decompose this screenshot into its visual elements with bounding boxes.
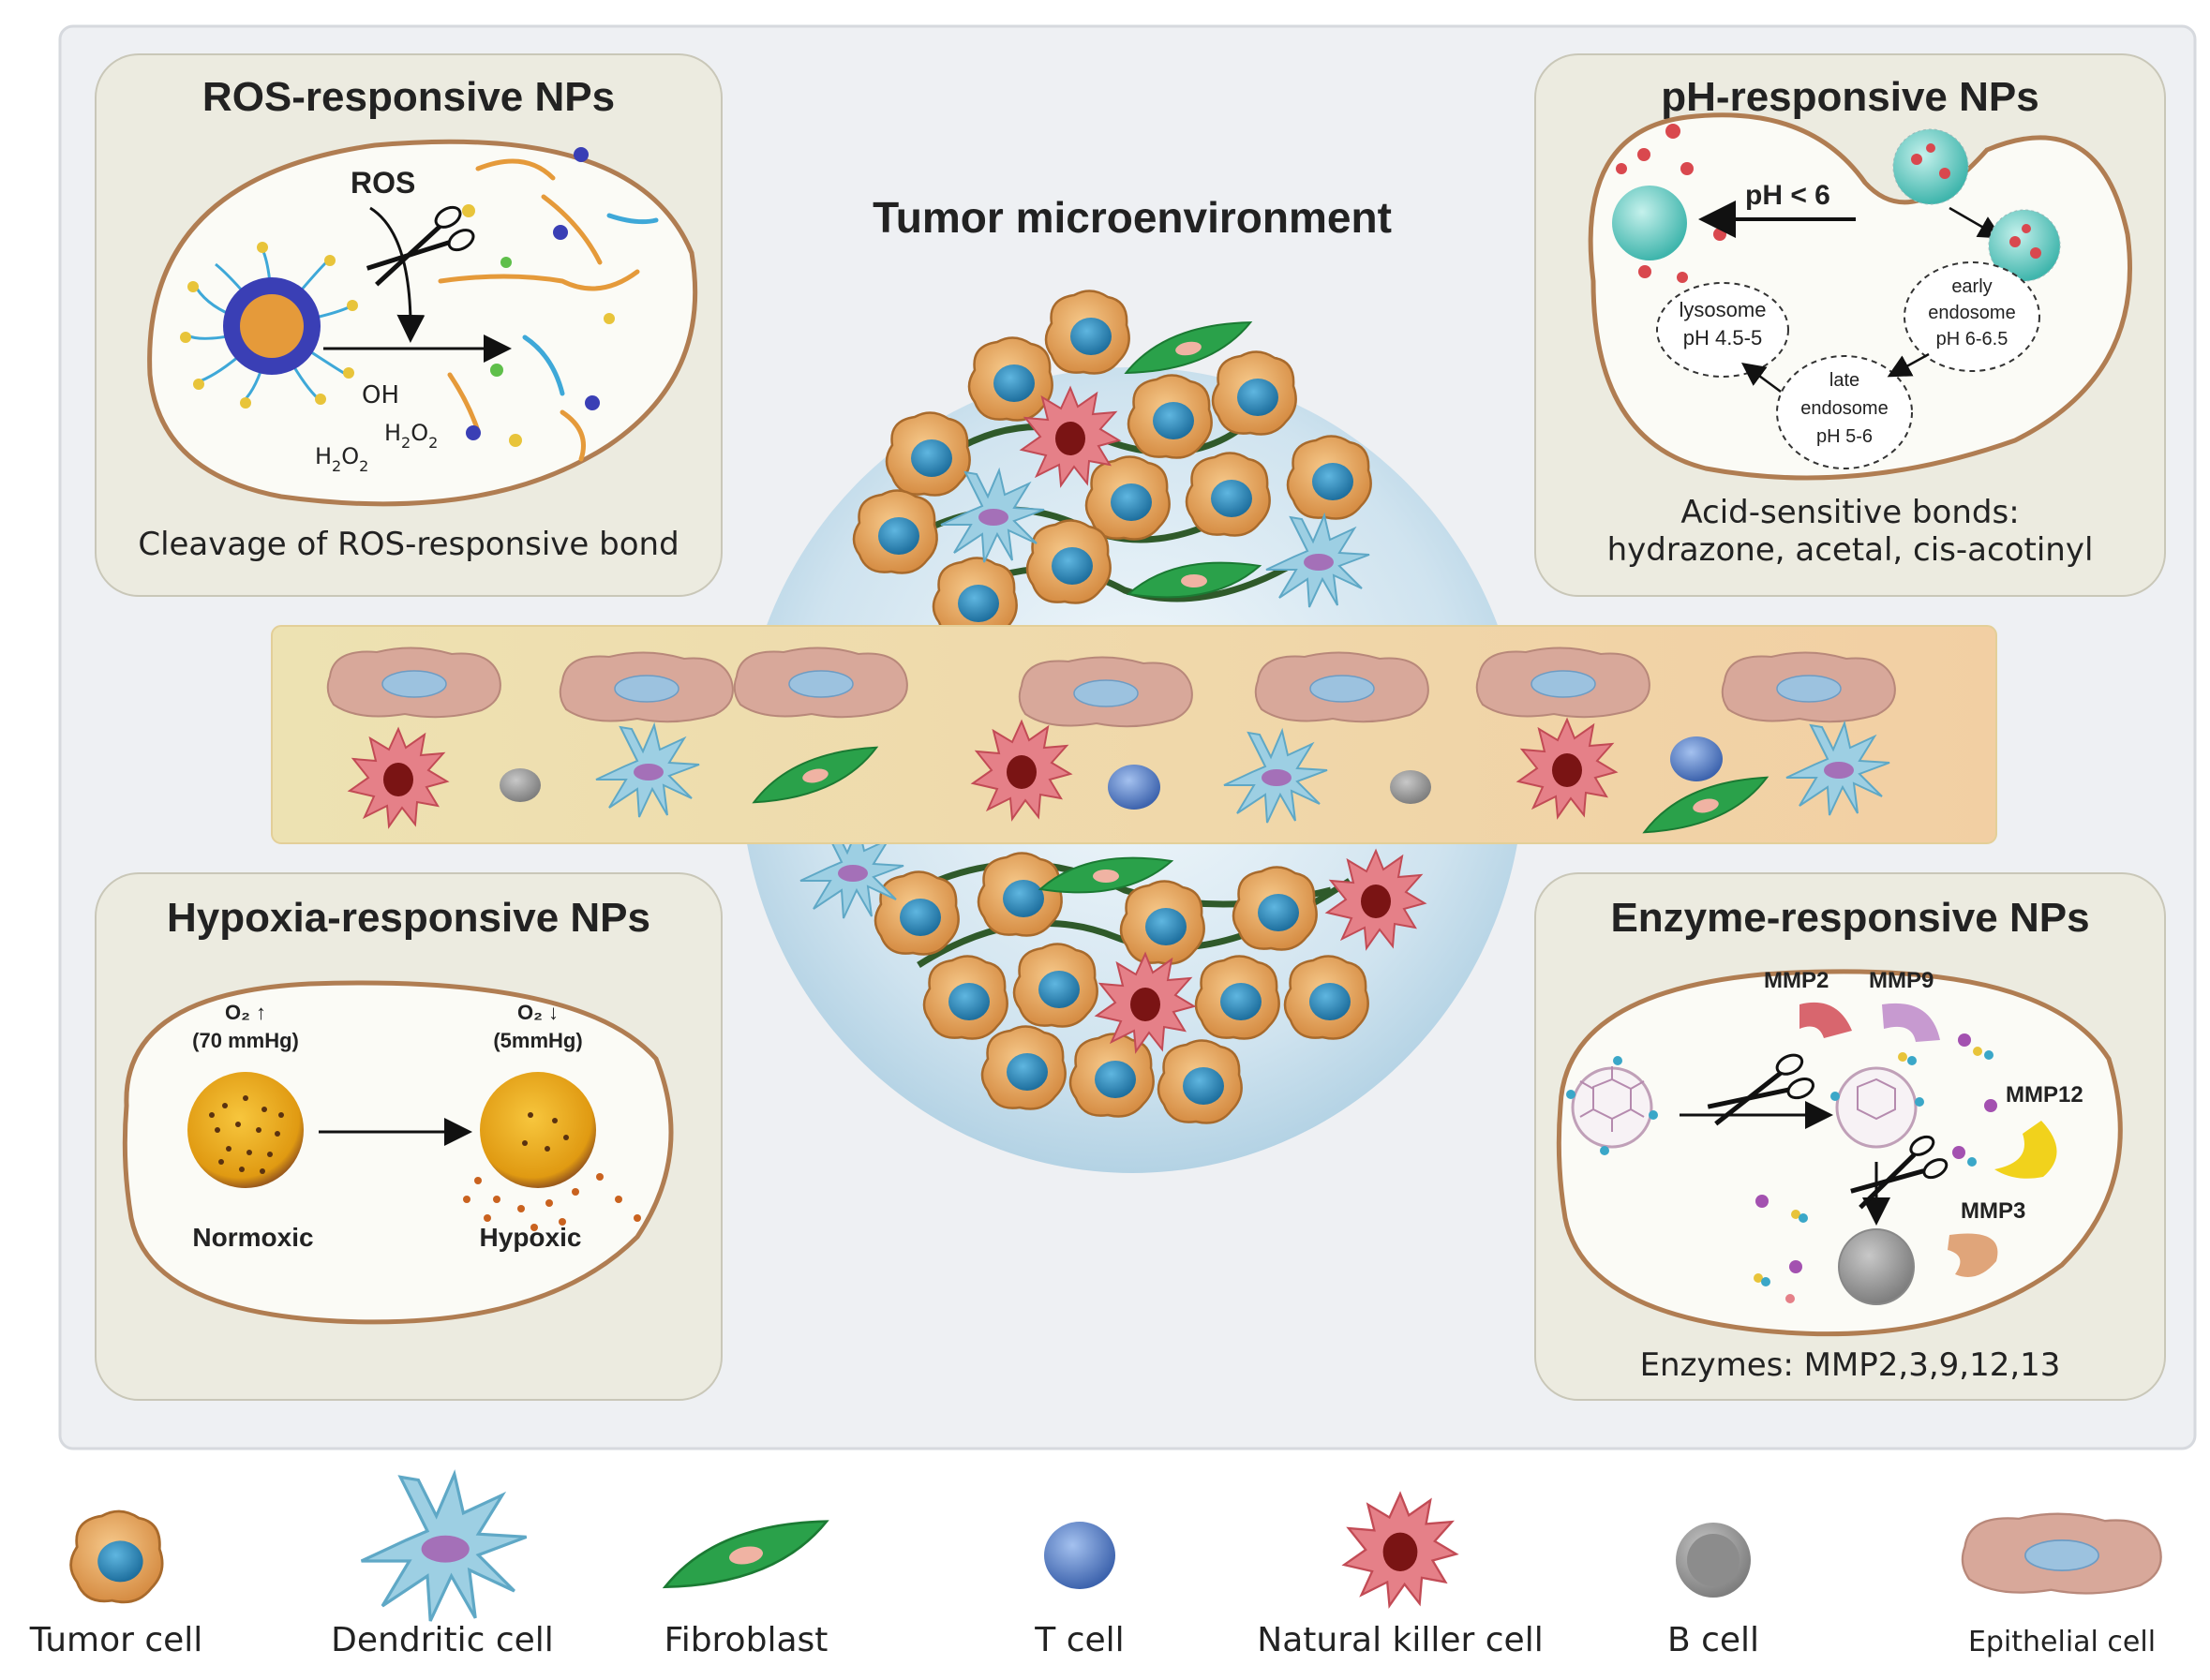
legend: Tumor cell Dendritic cell Fibroblast T c… — [29, 1472, 2162, 1659]
mmp3-label: MMP3 — [1961, 1198, 2025, 1224]
ph-np-endosome — [1988, 209, 2061, 282]
mmp2-shape — [1799, 1002, 1852, 1038]
enzyme-np-partial — [1830, 1066, 1924, 1149]
legend-fibroblast: Fibroblast — [656, 1516, 835, 1659]
normoxic-label: Normoxic — [192, 1223, 313, 1252]
svg-text:Fibroblast: Fibroblast — [664, 1621, 829, 1659]
svg-text:Dendritic cell: Dendritic cell — [331, 1621, 554, 1659]
enzyme-fragments — [1754, 1033, 1997, 1303]
enzyme-scissors-icon-2 — [1850, 1135, 1949, 1210]
ph-lysosome: lysosome pH 4.5-5 — [1656, 282, 1789, 378]
enzyme-np-degraded — [1838, 1228, 1915, 1305]
svg-text:pH 6-6.5: pH 6-6.5 — [1936, 329, 2008, 349]
svg-text:pH 5-6: pH 5-6 — [1816, 426, 1873, 447]
center-title: Tumor microenvironment — [873, 193, 1392, 242]
mmp12-shape — [1994, 1121, 2057, 1179]
enzyme-scissors-icon — [1707, 1053, 1814, 1126]
hypoxia-o2-up-value: (70 mmHg) — [192, 1029, 299, 1052]
enzyme-np-intact — [1566, 1056, 1658, 1155]
hypoxia-o2-up: O₂ ↑ — [225, 1001, 266, 1024]
svg-text:endosome: endosome — [1800, 398, 1888, 419]
legend-natural-killer-cell: Natural killer cell — [1257, 1493, 1544, 1659]
mmp3-shape — [1948, 1233, 1998, 1277]
ph-title: pH-responsive NPs — [1661, 74, 2038, 120]
hypoxia-o2-down-value: (5mmHg) — [493, 1029, 582, 1052]
ph-np-outside — [1892, 128, 1969, 205]
svg-text:late: late — [1829, 370, 1859, 391]
legend-dendritic-cell: Dendritic cell — [331, 1472, 554, 1659]
legend-tumor-cell: Tumor cell — [29, 1509, 203, 1659]
ros-label: ROS — [351, 166, 415, 200]
svg-text:T cell: T cell — [1034, 1621, 1124, 1659]
svg-text:Epithelial cell: Epithelial cell — [1968, 1626, 2156, 1658]
svg-text:endosome: endosome — [1928, 303, 2015, 323]
svg-text:early: early — [1951, 276, 1992, 297]
svg-text:H2O2: H2O2 — [384, 420, 438, 452]
ph-panel: pH-responsive NPs pH < 6 lysosome pH 4.5… — [1534, 53, 2166, 597]
ros-fragments — [438, 158, 659, 462]
ros-micelle — [180, 242, 358, 409]
hypoxic-label: Hypoxic — [480, 1223, 582, 1252]
ros-oh-label: OH — [362, 381, 399, 409]
ph-caption-line1: Acid-sensitive bonds: — [1680, 494, 2019, 531]
legend-epithelial-cell: Epithelial cell — [1961, 1512, 2162, 1658]
hypoxia-cell-membrane — [122, 980, 674, 1325]
hypoxia-panel: Hypoxia-responsive NPs O₂ ↑ (70 mmHg) O₂… — [95, 872, 723, 1401]
svg-text:pH 4.5-5: pH 4.5-5 — [1683, 326, 1762, 349]
ros-particles — [462, 147, 615, 447]
ros-h2o2-label-1: H2O2 — [384, 420, 438, 452]
ros-panel: ROS-responsive NPs ROS — [95, 53, 723, 597]
normoxic-np — [187, 1072, 304, 1188]
ph-threshold: pH < 6 — [1745, 180, 1830, 211]
enzyme-panel: Enzyme-responsive NPs MMP2 M — [1534, 872, 2166, 1401]
hypoxia-o2-down: O₂ ↓ — [517, 1001, 559, 1024]
epithelial-band — [271, 625, 1997, 844]
enzyme-title: Enzyme-responsive NPs — [1610, 895, 2089, 941]
mmp2-label: MMP2 — [1764, 968, 1829, 993]
svg-text:H2O2: H2O2 — [315, 443, 368, 475]
hypoxia-title: Hypoxia-responsive NPs — [167, 895, 650, 941]
ph-early-endosome: early endosome pH 6-6.5 — [1904, 261, 2040, 372]
legend-b-cell: B cell — [1667, 1523, 1759, 1659]
svg-text:Tumor cell: Tumor cell — [29, 1621, 203, 1659]
ph-released-np — [1612, 186, 1687, 260]
mmp9-label: MMP9 — [1869, 968, 1934, 993]
mmp9-shape — [1882, 1003, 1940, 1042]
ros-h2o2-label-2: H2O2 — [315, 443, 368, 475]
svg-text:Natural killer cell: Natural killer cell — [1257, 1621, 1543, 1659]
svg-text:lysosome: lysosome — [1680, 298, 1767, 321]
ros-title: ROS-responsive NPs — [202, 74, 615, 120]
legend-t-cell: T cell — [1034, 1522, 1125, 1659]
svg-text:B cell: B cell — [1667, 1621, 1759, 1659]
ros-scissors-icon — [366, 205, 475, 287]
enzyme-caption: Enzymes: MMP2,3,9,12,13 — [1640, 1346, 2061, 1384]
mmp12-label: MMP12 — [2006, 1082, 2083, 1108]
hypoxic-np — [463, 1072, 641, 1231]
ros-caption: Cleavage of ROS-responsive bond — [138, 526, 679, 563]
ph-late-endosome: late endosome pH 5-6 — [1776, 355, 1913, 469]
ph-caption-line2: hydrazone, acetal, cis-acotinyl — [1607, 531, 2094, 569]
